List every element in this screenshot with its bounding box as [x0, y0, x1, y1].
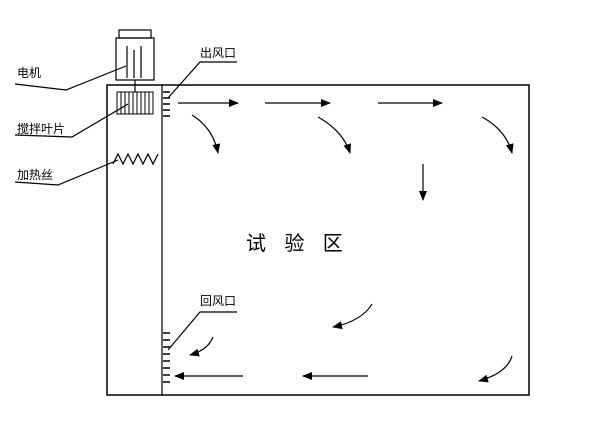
- leader-lines: [14, 61, 237, 351]
- motor-leader: [14, 65, 127, 91]
- arrow-curve-4: [332, 303, 373, 330]
- impeller-leader: [14, 103, 129, 138]
- outlet-vent-slots: [163, 91, 170, 117]
- arrow-curve-2: [317, 116, 352, 154]
- heater-leader: [14, 159, 119, 186]
- impeller-icon: [116, 91, 154, 115]
- arrow-curve-1: [191, 114, 221, 154]
- test-zone-label: 试 验 区: [246, 231, 349, 255]
- outlet-leader: [167, 61, 237, 99]
- return-leader: [167, 311, 237, 351]
- return-vent-slots: [163, 332, 170, 383]
- arrow-curve-3: [481, 116, 514, 154]
- outlet-label: 出风口: [200, 46, 236, 60]
- arrow-curve-6: [478, 355, 513, 383]
- return-inlet-label: 回风口: [200, 294, 236, 308]
- motor-icon: [115, 29, 155, 92]
- airflow-arrows: [174, 99, 514, 383]
- chamber-outline: [106, 84, 530, 396]
- impeller-label: 搅拌叶片: [17, 121, 65, 136]
- heater-label: 加热丝: [17, 168, 53, 182]
- arrow-curve-5: [189, 336, 214, 357]
- motor-label: 电机: [17, 66, 41, 80]
- heater-wire-icon: [112, 152, 159, 166]
